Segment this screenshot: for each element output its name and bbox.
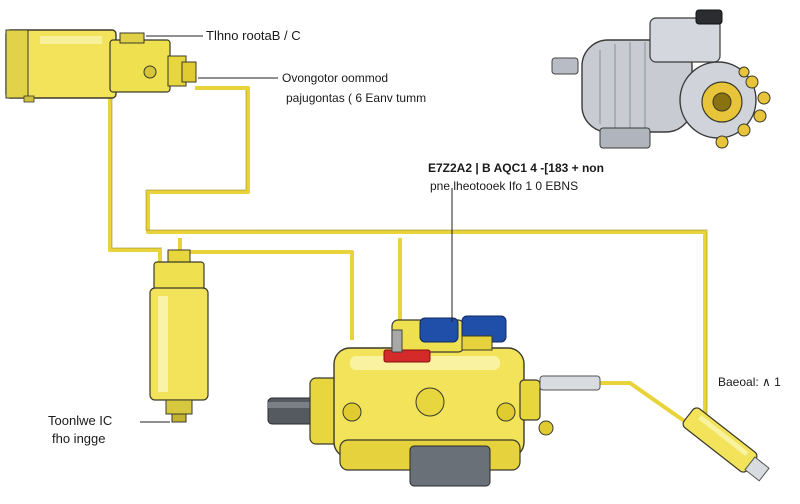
injection-pump-top-left [5, 29, 197, 103]
right-tag-label: Baeoal: ∧ 1 [718, 375, 781, 389]
main-fuel-pump [267, 315, 601, 487]
middle-label-line2: pajugontas ( 6 Eanv tumm [286, 91, 427, 105]
electric-motor [551, 9, 771, 149]
fuel-line-outlines [111, 90, 708, 420]
fuel-line-center [178, 238, 354, 340]
fuel-line-injector [600, 381, 692, 427]
fuel-filter [149, 249, 209, 423]
left-label-line1: Toonlwe IC [48, 413, 113, 428]
fuel-lines [108, 86, 707, 427]
center-label-line2: pne lheotooek Ifo 1 0 EBNS [430, 179, 579, 193]
top-tag-label: Tlhno rootaB / C [206, 28, 301, 43]
injector-nozzle [682, 407, 770, 482]
fuel-line-return-top [146, 86, 707, 420]
middle-label-line1: Ovongotor oommod [282, 71, 389, 85]
left-label-line2: fho ingge [52, 431, 106, 446]
fuel-line-supply [108, 95, 162, 265]
center-label-line1: E7Z2A2 | B AQC1 4 -[183 + non [428, 161, 604, 175]
